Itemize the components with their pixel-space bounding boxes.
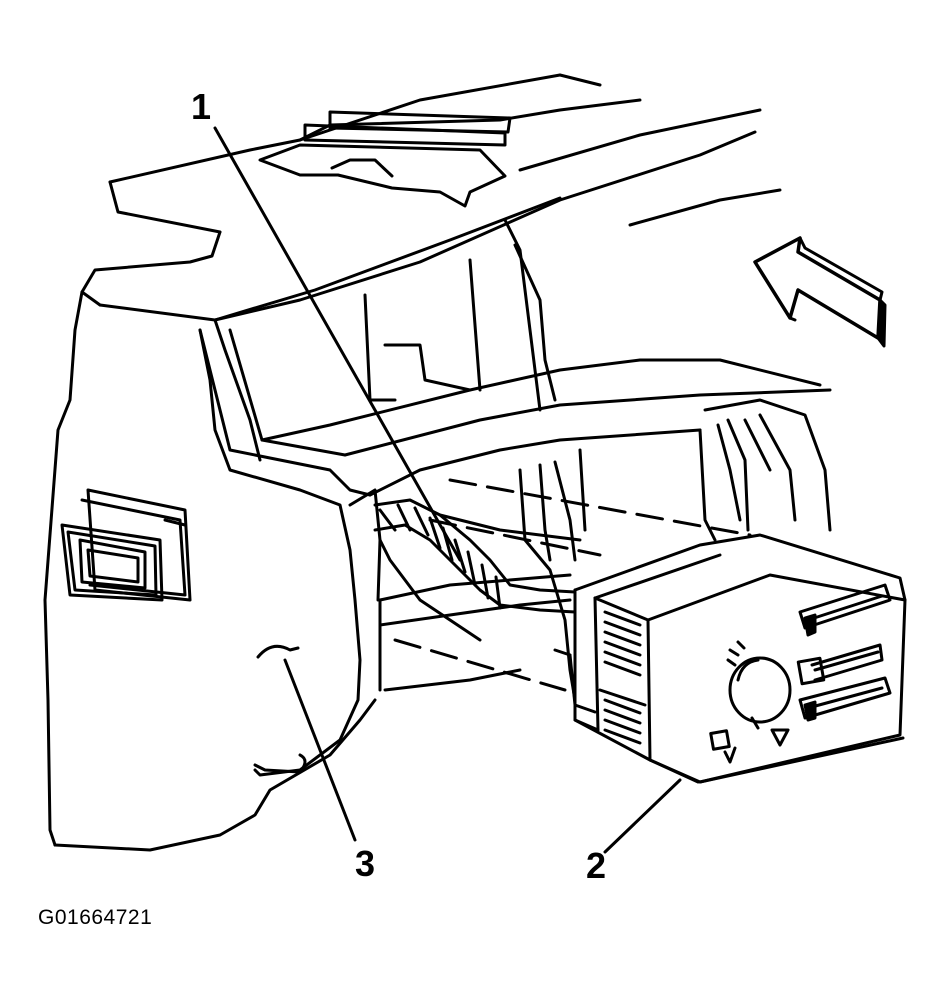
instrument-panel-top [80,73,782,322]
callout-label-2: 2 [586,845,607,886]
left-trim-panel [43,290,382,852]
hvac-control-module [553,533,907,784]
side-air-vent [60,488,192,602]
callout-label-1: 1 [191,86,212,127]
leader-line-2 [603,778,682,854]
figure-id: G01664721 [38,906,153,929]
dash-cavity [198,218,832,702]
callout-leader-lines [213,126,682,854]
wiring-harness [373,498,582,642]
installation-guide-lines [393,478,752,692]
view-direction-arrow-icon [753,236,887,348]
leader-line-1 [213,126,462,562]
leader-line-3 [283,658,357,842]
callout-label-3: 3 [355,843,376,884]
defroster-vent [258,110,512,208]
